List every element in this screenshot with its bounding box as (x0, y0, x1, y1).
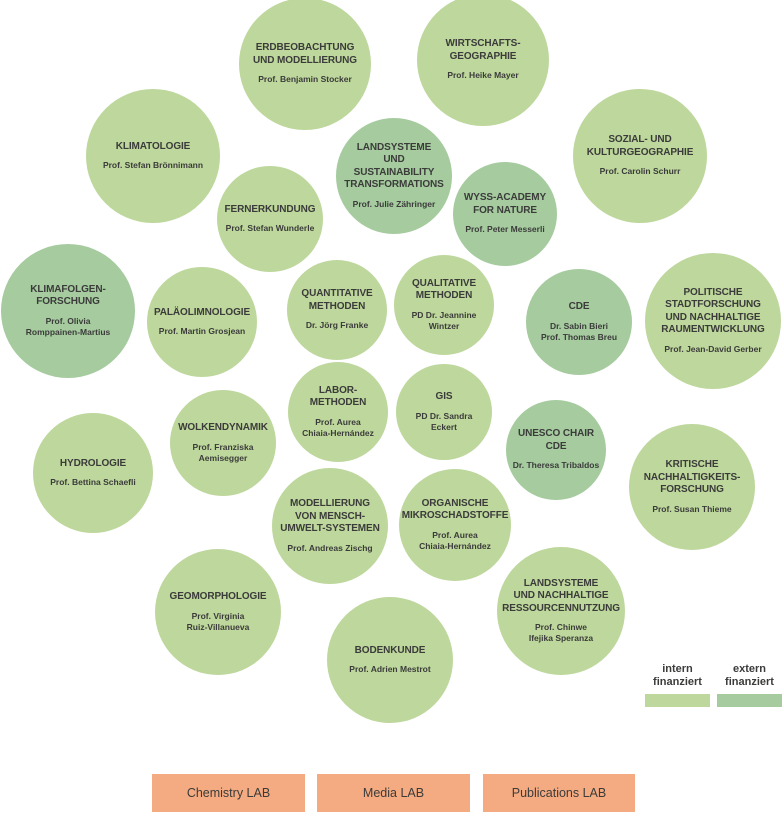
legend-extern-swatch (717, 694, 782, 708)
unit-lead: Prof. Martin Grosjean (158, 326, 246, 337)
legend-intern: intern finanziert (645, 663, 710, 708)
research-unit-landsysteme: LANDSYSTEME UND SUSTAINABILITY TRANSFORM… (336, 118, 452, 234)
unit-lead: Prof. Franziska Aemisegger (192, 441, 254, 463)
unit-lead: Prof. Carolin Schurr (599, 166, 681, 177)
unit-title: UNESCO CHAIR CDE (517, 428, 595, 452)
unit-lead: Prof. Adrien Mestrot (349, 664, 431, 675)
research-unit-landsysteme: LANDSYSTEME UND NACHHALTIGE RESSOURCENNU… (497, 547, 625, 675)
funding-legend: intern finanziert extern finanziert (645, 663, 782, 708)
research-unit-modellierung: MODELLIERUNG VON MENSCH- UMWELT-SYSTEMEN… (272, 468, 388, 584)
unit-title: KRITISCHE NACHHALTIGKEITS- FORSCHUNG (643, 459, 741, 496)
research-unit-wolkendynamik: WOLKENDYNAMIK Prof. Franziska Aemisegger (170, 390, 276, 496)
unit-lead: Prof. Stefan Wunderle (225, 223, 315, 234)
unit-lead: Prof. Heike Mayer (447, 70, 519, 81)
unit-title: HYDROLOGIE (59, 457, 127, 469)
unit-lead: Dr. Sabin Bieri Prof. Thomas Breu (540, 320, 618, 342)
research-unit-qualitative: QUALITATIVE METHODEN PD Dr. Jeannine Wint… (394, 255, 494, 355)
legend-extern: extern finanziert (717, 663, 782, 708)
research-unit-gis: GIS PD Dr. Sandra Eckert (396, 364, 492, 460)
unit-lead: Prof. Olivia Romppainen-Martius (25, 315, 111, 337)
research-unit-unesco-chair: UNESCO CHAIR CDE Dr. Theresa Tribaldos (506, 400, 606, 500)
research-unit-sozial-und: SOZIAL- UND KULTURGEOGRAPHIE Prof. Caroli… (573, 89, 707, 223)
unit-title: MODELLIERUNG VON MENSCH- UMWELT-SYSTEMEN (280, 498, 380, 535)
unit-title: ERDBEOBACHTUNG UND MODELLIERUNG (253, 42, 357, 66)
legend-intern-swatch (645, 694, 710, 708)
research-unit-hydrologie: HYDROLOGIE Prof. Bettina Schaefli (33, 413, 153, 533)
unit-lead: Prof. Jean-David Gerber (664, 343, 762, 354)
research-unit-wyss-academy: WYSS-ACADEMY FOR NATURE Prof. Peter Messe… (453, 162, 557, 266)
unit-title: SOZIAL- UND KULTURGEOGRAPHIE (586, 134, 694, 158)
unit-lead: Prof. Virginia Ruiz-Villanueva (186, 610, 250, 632)
unit-lead: PD Dr. Sandra Eckert (415, 410, 473, 432)
unit-title: LANDSYSTEME UND NACHHALTIGE RESSOURCENNU… (502, 577, 620, 614)
research-unit-klimatologie: KLIMATOLOGIE Prof. Stefan Brönnimann (86, 89, 220, 223)
unit-title: LANDSYSTEME UND SUSTAINABILITY TRANSFORM… (344, 141, 444, 191)
research-unit-quantitative: QUANTITATIVE METHODEN Dr. Jörg Franke (287, 260, 387, 360)
unit-title: BODENKUNDE (354, 644, 426, 656)
research-unit-politische: POLITISCHE STADTFORSCHUNG UND NACHHALTIG… (645, 253, 781, 389)
media-lab-button[interactable]: Media LAB (317, 774, 470, 812)
unit-lead: Prof. Aurea Chiaia-Hernández (419, 529, 491, 551)
unit-lead: Prof. Susan Thieme (652, 503, 732, 514)
chemistry-lab-button[interactable]: Chemistry LAB (152, 774, 305, 812)
research-unit-cde: CDE Dr. Sabin Bieri Prof. Thomas Breu (526, 269, 632, 375)
unit-title: CDE (568, 301, 590, 313)
legend-extern-label: extern finanziert (725, 663, 774, 689)
unit-title: POLITISCHE STADTFORSCHUNG UND NACHHALTIG… (661, 286, 765, 336)
unit-title: GIS (435, 391, 453, 403)
unit-lead: Prof. Bettina Schaefli (50, 477, 136, 488)
unit-title: LABOR- METHODEN (309, 384, 367, 409)
unit-lead: Dr. Theresa Tribaldos (512, 460, 600, 471)
unit-lead: Prof. Peter Messerli (465, 224, 545, 235)
research-unit-fernerkundung: FERNERKUNDUNG Prof. Stefan Wunderle (217, 166, 323, 272)
unit-title: KLIMATOLOGIE (115, 140, 191, 152)
unit-lead: Prof. Julie Zähringer (352, 198, 436, 209)
unit-title: PALÄOLIMNOLOGIE (153, 306, 251, 318)
unit-title: ORGANISCHE MIKROSCHADSTOFFE (401, 497, 509, 522)
research-unit-erdbeobachtung: ERDBEOBACHTUNG UND MODELLIERUNG Prof. Ben… (239, 0, 371, 130)
unit-lead: Prof. Andreas Zischg (287, 542, 373, 553)
unit-lead: Prof. Aurea Chiaia-Hernández (302, 416, 374, 438)
legend-intern-label: intern finanziert (653, 663, 702, 689)
unit-lead: Prof. Benjamin Stocker (258, 74, 352, 85)
research-unit-wirtschafts: WIRTSCHAFTS- GEOGRAPHIE Prof. Heike Mayer (417, 0, 549, 126)
unit-title: QUALITATIVE METHODEN (411, 277, 477, 302)
unit-title: WYSS-ACADEMY FOR NATURE (463, 192, 547, 216)
research-unit-palaeolimnologie: PALÄOLIMNOLOGIE Prof. Martin Grosjean (147, 267, 257, 377)
publications-lab-button[interactable]: Publications LAB (483, 774, 635, 812)
unit-title: WIRTSCHAFTS- GEOGRAPHIE (445, 38, 521, 62)
research-unit-geomorphologie: GEOMORPHOLOGIE Prof. Virginia Ruiz-Villan… (155, 549, 281, 675)
unit-lead: Prof. Chinwe Ifejika Speranza (528, 622, 594, 644)
unit-title: FERNERKUNDUNG (224, 203, 316, 215)
unit-title: QUANTITATIVE METHODEN (301, 288, 373, 312)
research-unit-bodenkunde: BODENKUNDE Prof. Adrien Mestrot (327, 597, 453, 723)
unit-title: GEOMORPHOLOGIE (169, 591, 267, 603)
research-unit-organische: ORGANISCHE MIKROSCHADSTOFFE Prof. Aurea C… (399, 469, 511, 581)
unit-lead: Prof. Stefan Brönnimann (102, 160, 204, 171)
research-unit-labor: LABOR- METHODEN Prof. Aurea Chiaia-Hernán… (288, 362, 388, 462)
research-unit-kritische: KRITISCHE NACHHALTIGKEITS- FORSCHUNG Prof… (629, 424, 755, 550)
research-unit-klimafolgen: KLIMAFOLGEN- FORSCHUNG Prof. Olivia Rompp… (1, 244, 135, 378)
unit-lead: PD Dr. Jeannine Wintzer (411, 309, 477, 331)
unit-title: KLIMAFOLGEN- FORSCHUNG (30, 283, 106, 308)
unit-title: WOLKENDYNAMIK (178, 422, 268, 434)
unit-lead: Dr. Jörg Franke (305, 320, 369, 331)
